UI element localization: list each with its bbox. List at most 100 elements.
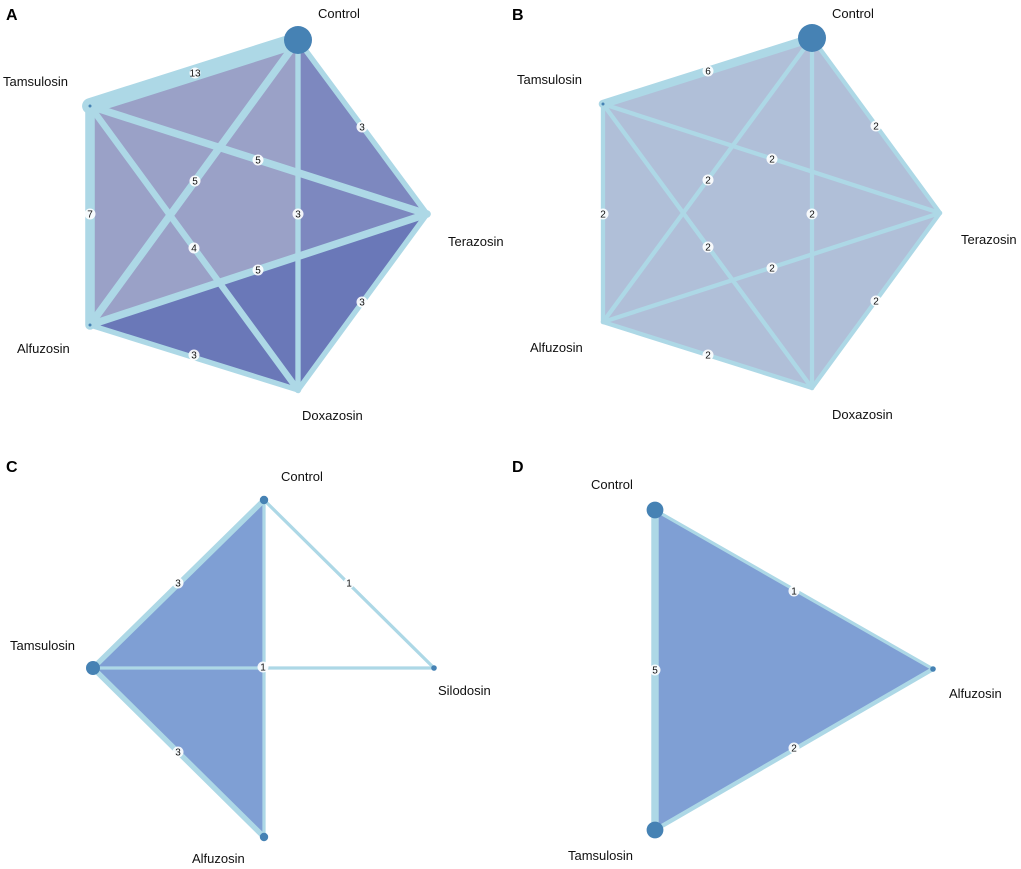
node-control	[284, 26, 312, 54]
node-alfuzosin	[930, 666, 936, 672]
edge-label-bg	[292, 208, 304, 220]
edge-label-bg	[84, 208, 96, 220]
edge-label-bg	[806, 208, 818, 220]
edge-label-tamsulosin-alfuzosin: 3	[175, 748, 181, 759]
node-label-doxazosin: Doxazosin	[302, 408, 363, 423]
node-control	[798, 24, 826, 52]
edge-label-tamsulosin-alfuzosin: 2	[600, 210, 606, 221]
edge-label-bg	[766, 262, 778, 274]
edge-label-bg	[172, 746, 184, 758]
node-alfuzosin	[88, 323, 92, 327]
edge-label-bg	[356, 121, 368, 133]
panel-d-faces	[655, 510, 933, 830]
edge-label-bg	[702, 241, 714, 253]
edge-label-bg	[188, 349, 200, 361]
edge-label-tamsulosin-alfuzosin: 2	[791, 744, 797, 755]
edge-label-bg	[172, 577, 184, 589]
panel-letter-b: B	[512, 7, 524, 24]
edge-label-control-terazosin: 3	[359, 123, 365, 134]
panel-c-nodes	[86, 495, 437, 842]
edge-label-control-doxazosin: 3	[295, 210, 301, 221]
face-control-tamsulosin-alfuzosin-doxazosin-terazosin	[603, 38, 940, 388]
edge-label-bg	[702, 174, 714, 186]
edge-label-bg	[188, 242, 200, 254]
node-label-alfuzosin: Alfuzosin	[192, 851, 245, 866]
node-label-tamsulosin: Tamsulosin	[3, 74, 68, 89]
panel-a-nodes	[88, 26, 312, 327]
panel-a: 13335574533ControlTamsulosinAlfuzosinDox…	[3, 6, 504, 423]
edge-label-alfuzosin-doxazosin: 3	[191, 351, 197, 362]
edge-label-control-alfuzosin: 5	[192, 177, 198, 188]
node-label-alfuzosin: Alfuzosin	[17, 341, 70, 356]
node-tamsulosin	[88, 104, 92, 108]
edge-label-control-terazosin: 2	[873, 122, 879, 133]
node-label-terazosin: Terazosin	[448, 234, 504, 249]
edge-label-bg	[252, 264, 264, 276]
edge-label-bg	[766, 153, 778, 165]
edge-label-bg	[356, 296, 368, 308]
edge-label-control-tamsulosin: 3	[175, 579, 181, 590]
face-control-alfuzosin-tamsulosin	[655, 510, 933, 830]
node-label-control: Control	[318, 6, 360, 21]
node-tamsulosin	[646, 821, 664, 839]
node-label-tamsulosin: Tamsulosin	[517, 72, 582, 87]
edge-label-bg	[189, 67, 201, 79]
node-label-tamsulosin: Tamsulosin	[10, 638, 75, 653]
panel-b-nodes	[601, 24, 826, 106]
node-alfuzosin	[259, 832, 269, 842]
panel-letter-c: C	[6, 459, 18, 476]
node-label-control: Control	[591, 477, 633, 492]
edge-label-tamsulosin-doxazosin: 4	[191, 244, 197, 255]
edge-label-bg	[597, 208, 609, 220]
edge-label-control-tamsulosin: 5	[652, 666, 658, 677]
panel-letter-d: D	[512, 459, 524, 476]
node-silodosin	[431, 665, 437, 671]
node-tamsulosin	[86, 661, 100, 675]
edge-label-bg	[788, 742, 800, 754]
edge-label-alfuzosin-doxazosin: 2	[705, 351, 711, 362]
node-label-doxazosin: Doxazosin	[832, 407, 893, 422]
node-label-control: Control	[281, 469, 323, 484]
edge-label-bg	[252, 154, 264, 166]
node-label-tamsulosin: Tamsulosin	[568, 848, 633, 863]
edge-label-control-doxazosin: 2	[809, 210, 815, 221]
node-tamsulosin	[601, 102, 605, 106]
node-label-silodosin: Silodosin	[438, 683, 491, 698]
edge-label-bg	[788, 585, 800, 597]
node-label-terazosin: Terazosin	[961, 232, 1017, 247]
edge-label-control-tamsulosin: 6	[705, 67, 711, 78]
node-label-alfuzosin: Alfuzosin	[530, 340, 583, 355]
edge-label-doxazosin-terazosin: 2	[873, 297, 879, 308]
edge-label-tamsulosin-doxazosin: 2	[705, 243, 711, 254]
node-control	[259, 495, 269, 505]
edge-label-tamsulosin-terazosin: 2	[769, 155, 775, 166]
panel-d-nodes	[646, 501, 936, 839]
edge-label-bg	[870, 120, 882, 132]
edge-label-bg	[870, 295, 882, 307]
edge-label-bg	[702, 349, 714, 361]
edge-label-bg	[343, 577, 355, 589]
edge-label-control-alfuzosin: 1	[791, 587, 797, 598]
panel-b: 6222222222ControlTamsulosinAlfuzosinDoxa…	[512, 6, 1017, 422]
panel-d-edge-labels: 5 1 2	[649, 585, 800, 755]
node-label-alfuzosin: Alfuzosin	[949, 686, 1002, 701]
edge-label-alfuzosin-terazosin: 2	[769, 264, 775, 275]
edge-label-control-tamsulosin: 13	[189, 69, 201, 80]
edge-label-bg	[257, 661, 269, 673]
panel-b-faces	[603, 38, 940, 388]
face-alfuzosin-doxazosin-terazosin	[90, 214, 427, 390]
panel-letter-a: A	[6, 7, 18, 24]
edge-label-tamsulosin-terazosin: 5	[255, 156, 261, 167]
edge-label-bg	[702, 65, 714, 77]
edge-label-bg	[189, 175, 201, 187]
edge-label-doxazosin-terazosin: 3	[359, 298, 365, 309]
node-label-control: Control	[832, 6, 874, 21]
edge-label-bg	[649, 664, 661, 676]
edge-label-control-silodosin: 1	[346, 579, 352, 590]
